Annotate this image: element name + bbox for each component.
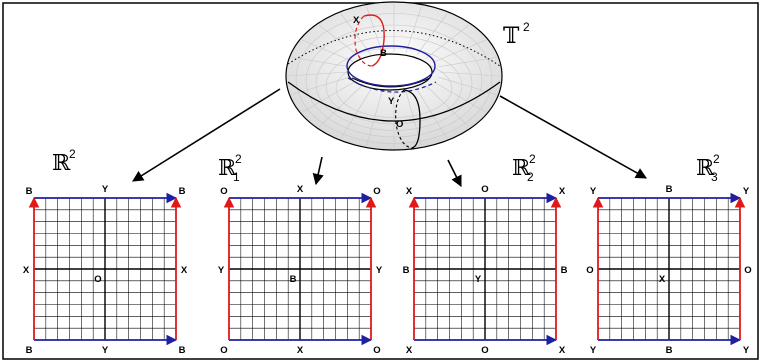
label-corner-bottom-right: Y xyxy=(743,345,750,356)
panel-title-exponent: 2 xyxy=(69,147,76,161)
torus-point-o: O xyxy=(396,119,403,130)
label-left-mid: X xyxy=(23,265,30,276)
torus-meridian-red-back xyxy=(354,15,373,67)
label-center: O xyxy=(94,274,101,285)
torus-mesh-meridian xyxy=(340,13,372,55)
label-corner-bottom-left: Y xyxy=(590,345,597,356)
torus-mesh-meridian xyxy=(416,13,448,55)
torus-mesh-meridian xyxy=(318,85,362,128)
panel-r2-2: ℝ2 2X X X X O O B B Y xyxy=(403,152,568,356)
torus-mesh-meridian xyxy=(291,57,350,68)
torus-mesh-meridian xyxy=(433,81,486,113)
label-corner-top-right: B xyxy=(179,186,186,197)
label-corner-bottom-left: X xyxy=(406,345,413,356)
torus-mesh-meridian xyxy=(433,39,486,63)
torus: 𝕋 2 X B Y O xyxy=(285,1,530,151)
panel-title-subscript: 2 xyxy=(527,170,534,184)
panel-r2: ℝ2B B B B Y Y X X O xyxy=(23,147,188,356)
label-corner-top-right: Y xyxy=(743,186,750,197)
label-corner-top-right: X xyxy=(559,186,566,197)
label-corner-bottom-left: B xyxy=(26,345,33,356)
torus-title-exponent: 2 xyxy=(523,20,530,34)
label-top-mid: B xyxy=(666,184,673,195)
torus-mesh-meridian xyxy=(416,89,448,139)
torus-mesh-meridian xyxy=(340,89,372,139)
label-bottom-mid: X xyxy=(297,345,304,356)
label-corner-top-left: B xyxy=(26,186,33,197)
panel-title-exponent: 2 xyxy=(529,152,536,166)
label-top-mid: Y xyxy=(102,184,109,195)
torus-mesh-meridian xyxy=(366,91,383,146)
panel-r2-3: ℝ2 3Y Y Y Y B B O O X xyxy=(586,152,751,356)
torus-outer-equator xyxy=(287,81,501,122)
torus-mesh-meridian xyxy=(302,81,355,113)
torus-mesh-meridian xyxy=(405,6,422,53)
torus-inner-loop-back xyxy=(347,77,437,93)
label-corner-top-left: X xyxy=(406,186,413,197)
panel-title-exponent: 2 xyxy=(235,152,242,166)
label-right-mid: O xyxy=(744,265,751,276)
torus-mesh-meridian xyxy=(439,71,501,77)
label-corner-bottom-right: B xyxy=(179,345,186,356)
arrow-to-r2-3 xyxy=(499,95,647,179)
torus-mesh-meridian xyxy=(438,57,497,68)
label-corner-bottom-left: O xyxy=(220,345,227,356)
torus-point-b: B xyxy=(380,48,387,59)
panel-title-exponent: 2 xyxy=(713,152,720,166)
panel-title-symbol: ℝ xyxy=(52,151,71,176)
label-center: Y xyxy=(475,274,482,285)
torus-point-x: X xyxy=(353,15,360,26)
label-corner-top-right: O xyxy=(373,186,380,197)
arrow-to-r2-2 xyxy=(447,159,462,188)
panel-title-symbol: ℝ xyxy=(512,156,531,181)
torus-mesh-meridian xyxy=(366,6,383,53)
arrow-to-r2 xyxy=(132,88,281,182)
label-top-mid: X xyxy=(297,184,304,195)
torus-meridian-black-back xyxy=(395,89,413,149)
panel-title-symbol: ℝ xyxy=(218,156,237,181)
torus-mesh-meridian xyxy=(287,71,349,77)
label-top-mid: O xyxy=(481,184,488,195)
label-bottom-mid: O xyxy=(481,345,488,356)
panel-title-subscript: 3 xyxy=(711,170,718,184)
label-corner-bottom-right: X xyxy=(559,345,566,356)
torus-mesh-meridian xyxy=(302,39,355,63)
torus-mesh-meridian xyxy=(318,24,362,59)
covering-arrows xyxy=(132,88,647,188)
torus-inner-loop xyxy=(346,45,436,87)
torus-title-symbol: 𝕋 xyxy=(503,24,520,49)
torus-hole xyxy=(347,53,433,91)
torus-meridian-red xyxy=(363,14,385,67)
label-center: X xyxy=(659,274,666,285)
label-corner-top-left: Y xyxy=(590,186,597,197)
label-right-mid: Y xyxy=(376,265,383,276)
panel-title-subscript: 1 xyxy=(233,170,240,184)
torus-hole-lip xyxy=(351,77,431,88)
label-center: B xyxy=(290,274,297,285)
label-right-mid: B xyxy=(561,265,568,276)
label-left-mid: O xyxy=(586,265,593,276)
torus-mesh-meridian xyxy=(426,24,470,59)
label-bottom-mid: Y xyxy=(102,345,109,356)
torus-mesh-meridian xyxy=(426,85,470,128)
torus-outer-equator-back xyxy=(287,30,501,67)
label-left-mid: B xyxy=(403,265,410,276)
label-right-mid: X xyxy=(181,265,188,276)
label-corner-top-left: O xyxy=(220,186,227,197)
label-left-mid: Y xyxy=(218,265,225,276)
arrow-to-r2-1 xyxy=(312,156,324,186)
panel-title-symbol: ℝ xyxy=(696,156,715,181)
label-corner-bottom-right: O xyxy=(373,345,380,356)
label-bottom-mid: B xyxy=(666,345,673,356)
torus-point-y: Y xyxy=(388,96,395,107)
torus-meridian-black xyxy=(403,89,421,149)
